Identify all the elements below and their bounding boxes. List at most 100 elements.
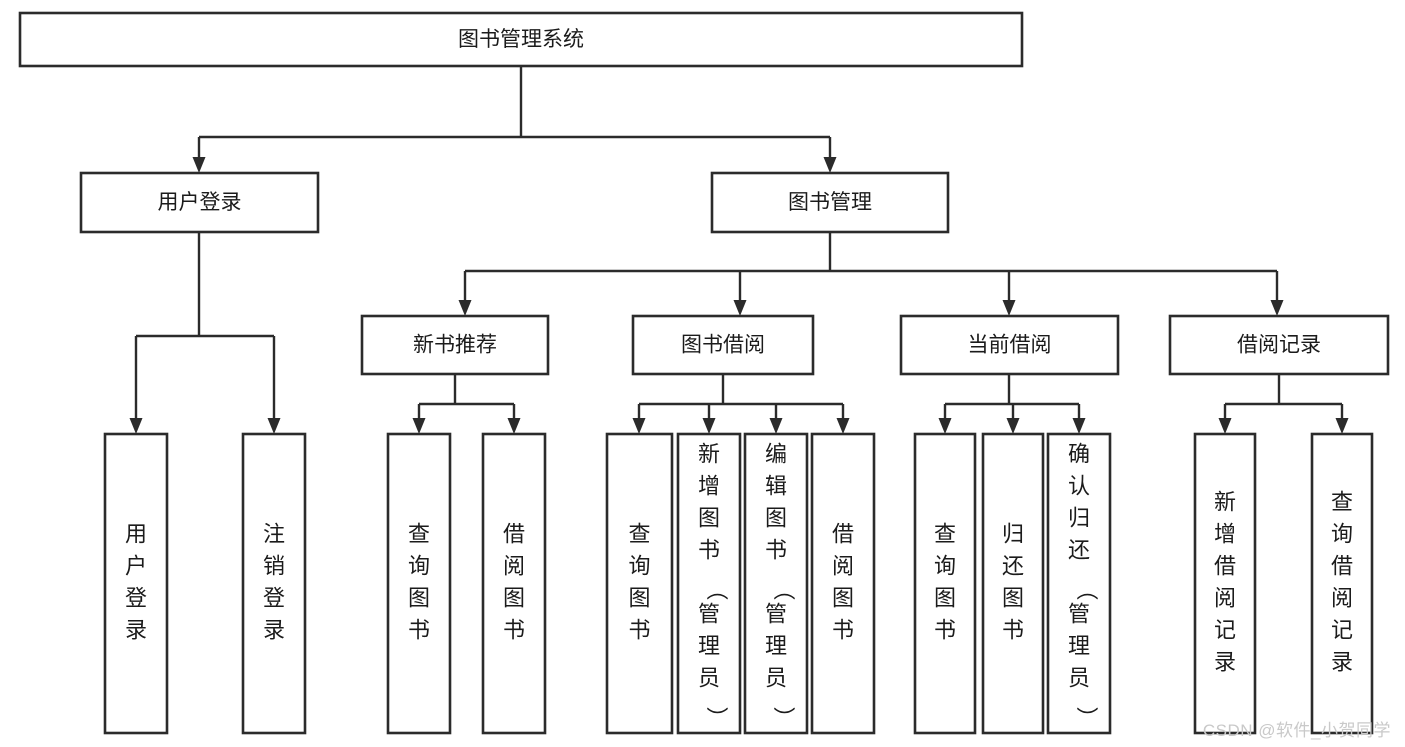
label-user-login: 用户登录 bbox=[158, 191, 242, 214]
node-user-login[interactable]: 用户登录 bbox=[79, 171, 320, 234]
label-leaf-add-borrow-record-char-0: 新 bbox=[1214, 490, 1236, 515]
label-leaf-logout-login-char-1: 销 bbox=[263, 554, 285, 579]
connector-root-to-level1 bbox=[192, 66, 837, 173]
label-leaf-edit-book-admin-char-8: ） bbox=[771, 706, 796, 728]
node-borrow-record[interactable]: 借阅记录 bbox=[1168, 314, 1390, 376]
label-leaf-add-borrow-record-char-2: 借 bbox=[1214, 554, 1236, 579]
label-leaf-query-book-borrow-char-1: 询 bbox=[628, 554, 650, 579]
leaf-box-leaf-confirm-return-admin[interactable] bbox=[1046, 432, 1112, 735]
label-leaf-confirm-return-admin-char-3: 还 bbox=[1068, 538, 1090, 563]
label-leaf-query-borrow-record-char-0: 查 bbox=[1331, 490, 1353, 515]
label-leaf-borrow-book-recommend-char-3: 书 bbox=[503, 618, 525, 643]
label-leaf-edit-book-admin-char-0: 编 bbox=[765, 442, 787, 467]
label-leaf-borrow-book-char-3: 书 bbox=[832, 618, 854, 643]
boxes-layer: 图书管理系统用户登录图书管理新书推荐图书借阅当前借阅借阅记录用户登录注销登录查询… bbox=[18, 11, 1390, 735]
label-leaf-query-borrow-record-char-1: 询 bbox=[1331, 522, 1353, 547]
node-root[interactable]: 图书管理系统 bbox=[18, 11, 1024, 68]
label-leaf-edit-book-admin-char-1: 辑 bbox=[765, 474, 787, 499]
node-book-borrow[interactable]: 图书借阅 bbox=[631, 314, 815, 376]
label-leaf-edit-book-admin-char-2: 图 bbox=[765, 506, 787, 531]
leaf-box-leaf-borrow-book-recommend[interactable] bbox=[481, 432, 547, 735]
label-borrow-record: 借阅记录 bbox=[1237, 334, 1321, 357]
label-leaf-borrow-book-char-1: 阅 bbox=[832, 554, 854, 579]
label-leaf-query-book-borrow-char-2: 图 bbox=[628, 586, 650, 611]
label-leaf-user-login-char-1: 户 bbox=[125, 554, 147, 579]
label-leaf-confirm-return-admin-char-6: 理 bbox=[1068, 634, 1090, 659]
label-leaf-query-borrow-record-char-3: 阅 bbox=[1331, 586, 1353, 611]
connectors-layer bbox=[129, 66, 1349, 434]
label-leaf-confirm-return-admin-char-0: 确 bbox=[1068, 442, 1090, 467]
level2-box-book-borrow[interactable] bbox=[631, 314, 815, 376]
node-book-management[interactable]: 图书管理 bbox=[710, 171, 950, 234]
label-leaf-edit-book-admin-char-6: 理 bbox=[765, 634, 787, 659]
label-leaf-add-borrow-record-char-1: 增 bbox=[1214, 522, 1236, 547]
label-leaf-add-book-admin-char-5: 管 bbox=[698, 602, 720, 627]
label-leaf-add-book-admin-char-0: 新 bbox=[698, 442, 720, 467]
leaf-box-leaf-logout-login[interactable] bbox=[241, 432, 307, 735]
label-leaf-query-book-borrow-char-0: 查 bbox=[628, 522, 650, 547]
label-leaf-query-book-recommend-char-0: 查 bbox=[408, 522, 430, 547]
leaf-box-leaf-query-book-borrow[interactable] bbox=[605, 432, 674, 735]
leaf-box-leaf-edit-book-admin[interactable] bbox=[743, 432, 809, 735]
level2-box-new-book-recommend[interactable] bbox=[360, 314, 550, 376]
leaf-box-leaf-user-login[interactable] bbox=[103, 432, 169, 735]
level2-box-current-borrow[interactable] bbox=[899, 314, 1120, 376]
leaf-box-leaf-borrow-book[interactable] bbox=[810, 432, 876, 735]
label-leaf-confirm-return-admin-char-8: ） bbox=[1074, 706, 1099, 728]
label-leaf-return-book-char-2: 图 bbox=[1002, 586, 1024, 611]
label-leaf-add-borrow-record-char-4: 记 bbox=[1214, 618, 1236, 643]
node-current-borrow[interactable]: 当前借阅 bbox=[899, 314, 1120, 376]
leaf-box-leaf-return-book[interactable] bbox=[981, 432, 1045, 735]
label-leaf-confirm-return-admin-char-4: （ bbox=[1074, 578, 1099, 600]
level1-box-user-login[interactable] bbox=[79, 171, 320, 234]
label-leaf-query-book-current-char-1: 询 bbox=[934, 554, 956, 579]
label-leaf-user-login-char-2: 登 bbox=[125, 586, 147, 611]
node-leaf-user-login[interactable]: 用户登录 bbox=[103, 432, 169, 735]
label-leaf-logout-login-char-3: 录 bbox=[263, 618, 285, 643]
level1-box-book-management[interactable] bbox=[710, 171, 950, 234]
label-leaf-edit-book-admin-char-5: 管 bbox=[765, 602, 787, 627]
label-leaf-borrow-book-recommend-char-2: 图 bbox=[503, 586, 525, 611]
label-leaf-add-book-admin-char-1: 增 bbox=[698, 474, 720, 499]
node-new-book-recommend[interactable]: 新书推荐 bbox=[360, 314, 550, 376]
root-box-root[interactable] bbox=[18, 11, 1024, 68]
label-leaf-add-book-admin-char-3: 书 bbox=[698, 538, 720, 563]
leaf-box-leaf-query-book-recommend[interactable] bbox=[386, 432, 452, 735]
label-leaf-confirm-return-admin-char-2: 归 bbox=[1068, 506, 1090, 531]
leaf-box-leaf-add-book-admin[interactable] bbox=[676, 432, 742, 735]
label-leaf-logout-login-char-2: 登 bbox=[263, 586, 285, 611]
leaf-box-leaf-add-borrow-record[interactable] bbox=[1193, 432, 1257, 735]
label-leaf-logout-login-char-0: 注 bbox=[263, 522, 285, 547]
label-leaf-borrow-book-char-0: 借 bbox=[832, 522, 854, 547]
label-leaf-return-book-char-1: 还 bbox=[1002, 554, 1024, 579]
connector-user-login-to-leaves bbox=[129, 232, 281, 434]
leaf-box-leaf-query-borrow-record[interactable] bbox=[1310, 432, 1374, 735]
label-book-management: 图书管理 bbox=[788, 191, 872, 214]
leaf-box-leaf-query-book-current[interactable] bbox=[913, 432, 977, 735]
label-leaf-borrow-book-recommend-char-1: 阅 bbox=[503, 554, 525, 579]
level2-box-borrow-record[interactable] bbox=[1168, 314, 1390, 376]
connector-book-borrow-to-leaves bbox=[632, 374, 850, 434]
label-leaf-return-book-char-3: 书 bbox=[1002, 618, 1024, 643]
label-leaf-add-book-admin-char-4: （ bbox=[704, 578, 729, 600]
connector-book-management-to-level2 bbox=[458, 232, 1284, 316]
label-leaf-user-login-char-3: 录 bbox=[125, 618, 147, 643]
label-leaf-add-book-admin-char-2: 图 bbox=[698, 506, 720, 531]
label-leaf-confirm-return-admin-char-7: 员 bbox=[1068, 666, 1090, 691]
label-leaf-add-borrow-record-char-3: 阅 bbox=[1214, 586, 1236, 611]
label-leaf-query-book-current-char-3: 书 bbox=[934, 618, 956, 643]
